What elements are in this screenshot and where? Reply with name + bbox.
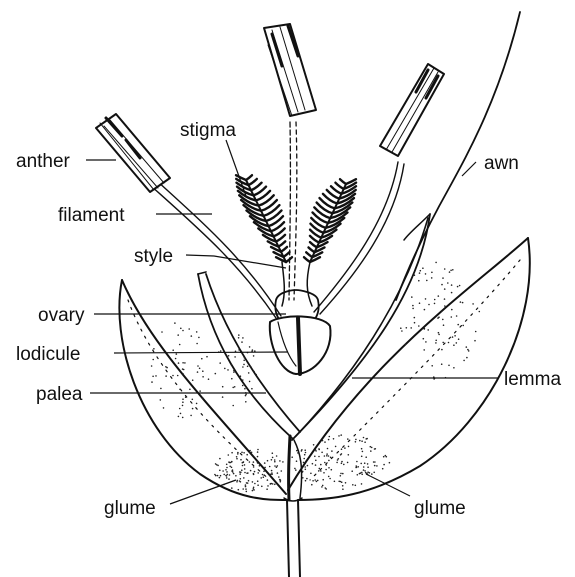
glume-left-drawing: [119, 280, 288, 500]
lodicule-drawing: [270, 316, 331, 374]
label-stigma: stigma: [180, 120, 236, 141]
label-glume-left: glume: [104, 498, 156, 519]
label-awn: awn: [484, 153, 519, 174]
stigma-left: [236, 175, 292, 262]
stigma-right: [304, 179, 356, 262]
anther-right: [380, 64, 444, 156]
glume-right-drawing: [288, 238, 530, 500]
stem: [284, 498, 302, 577]
label-ovary: ovary: [38, 305, 85, 326]
label-filament: filament: [58, 205, 125, 226]
label-lodicule: lodicule: [16, 344, 80, 365]
filaments: [150, 122, 404, 318]
label-style: style: [134, 246, 173, 267]
label-anther: anther: [16, 151, 71, 172]
label-palea: palea: [36, 384, 83, 405]
label-glume-right: glume: [414, 498, 466, 519]
label-lemma: lemma: [504, 369, 561, 390]
anther-top: [264, 24, 316, 116]
anther-left: [96, 114, 170, 192]
